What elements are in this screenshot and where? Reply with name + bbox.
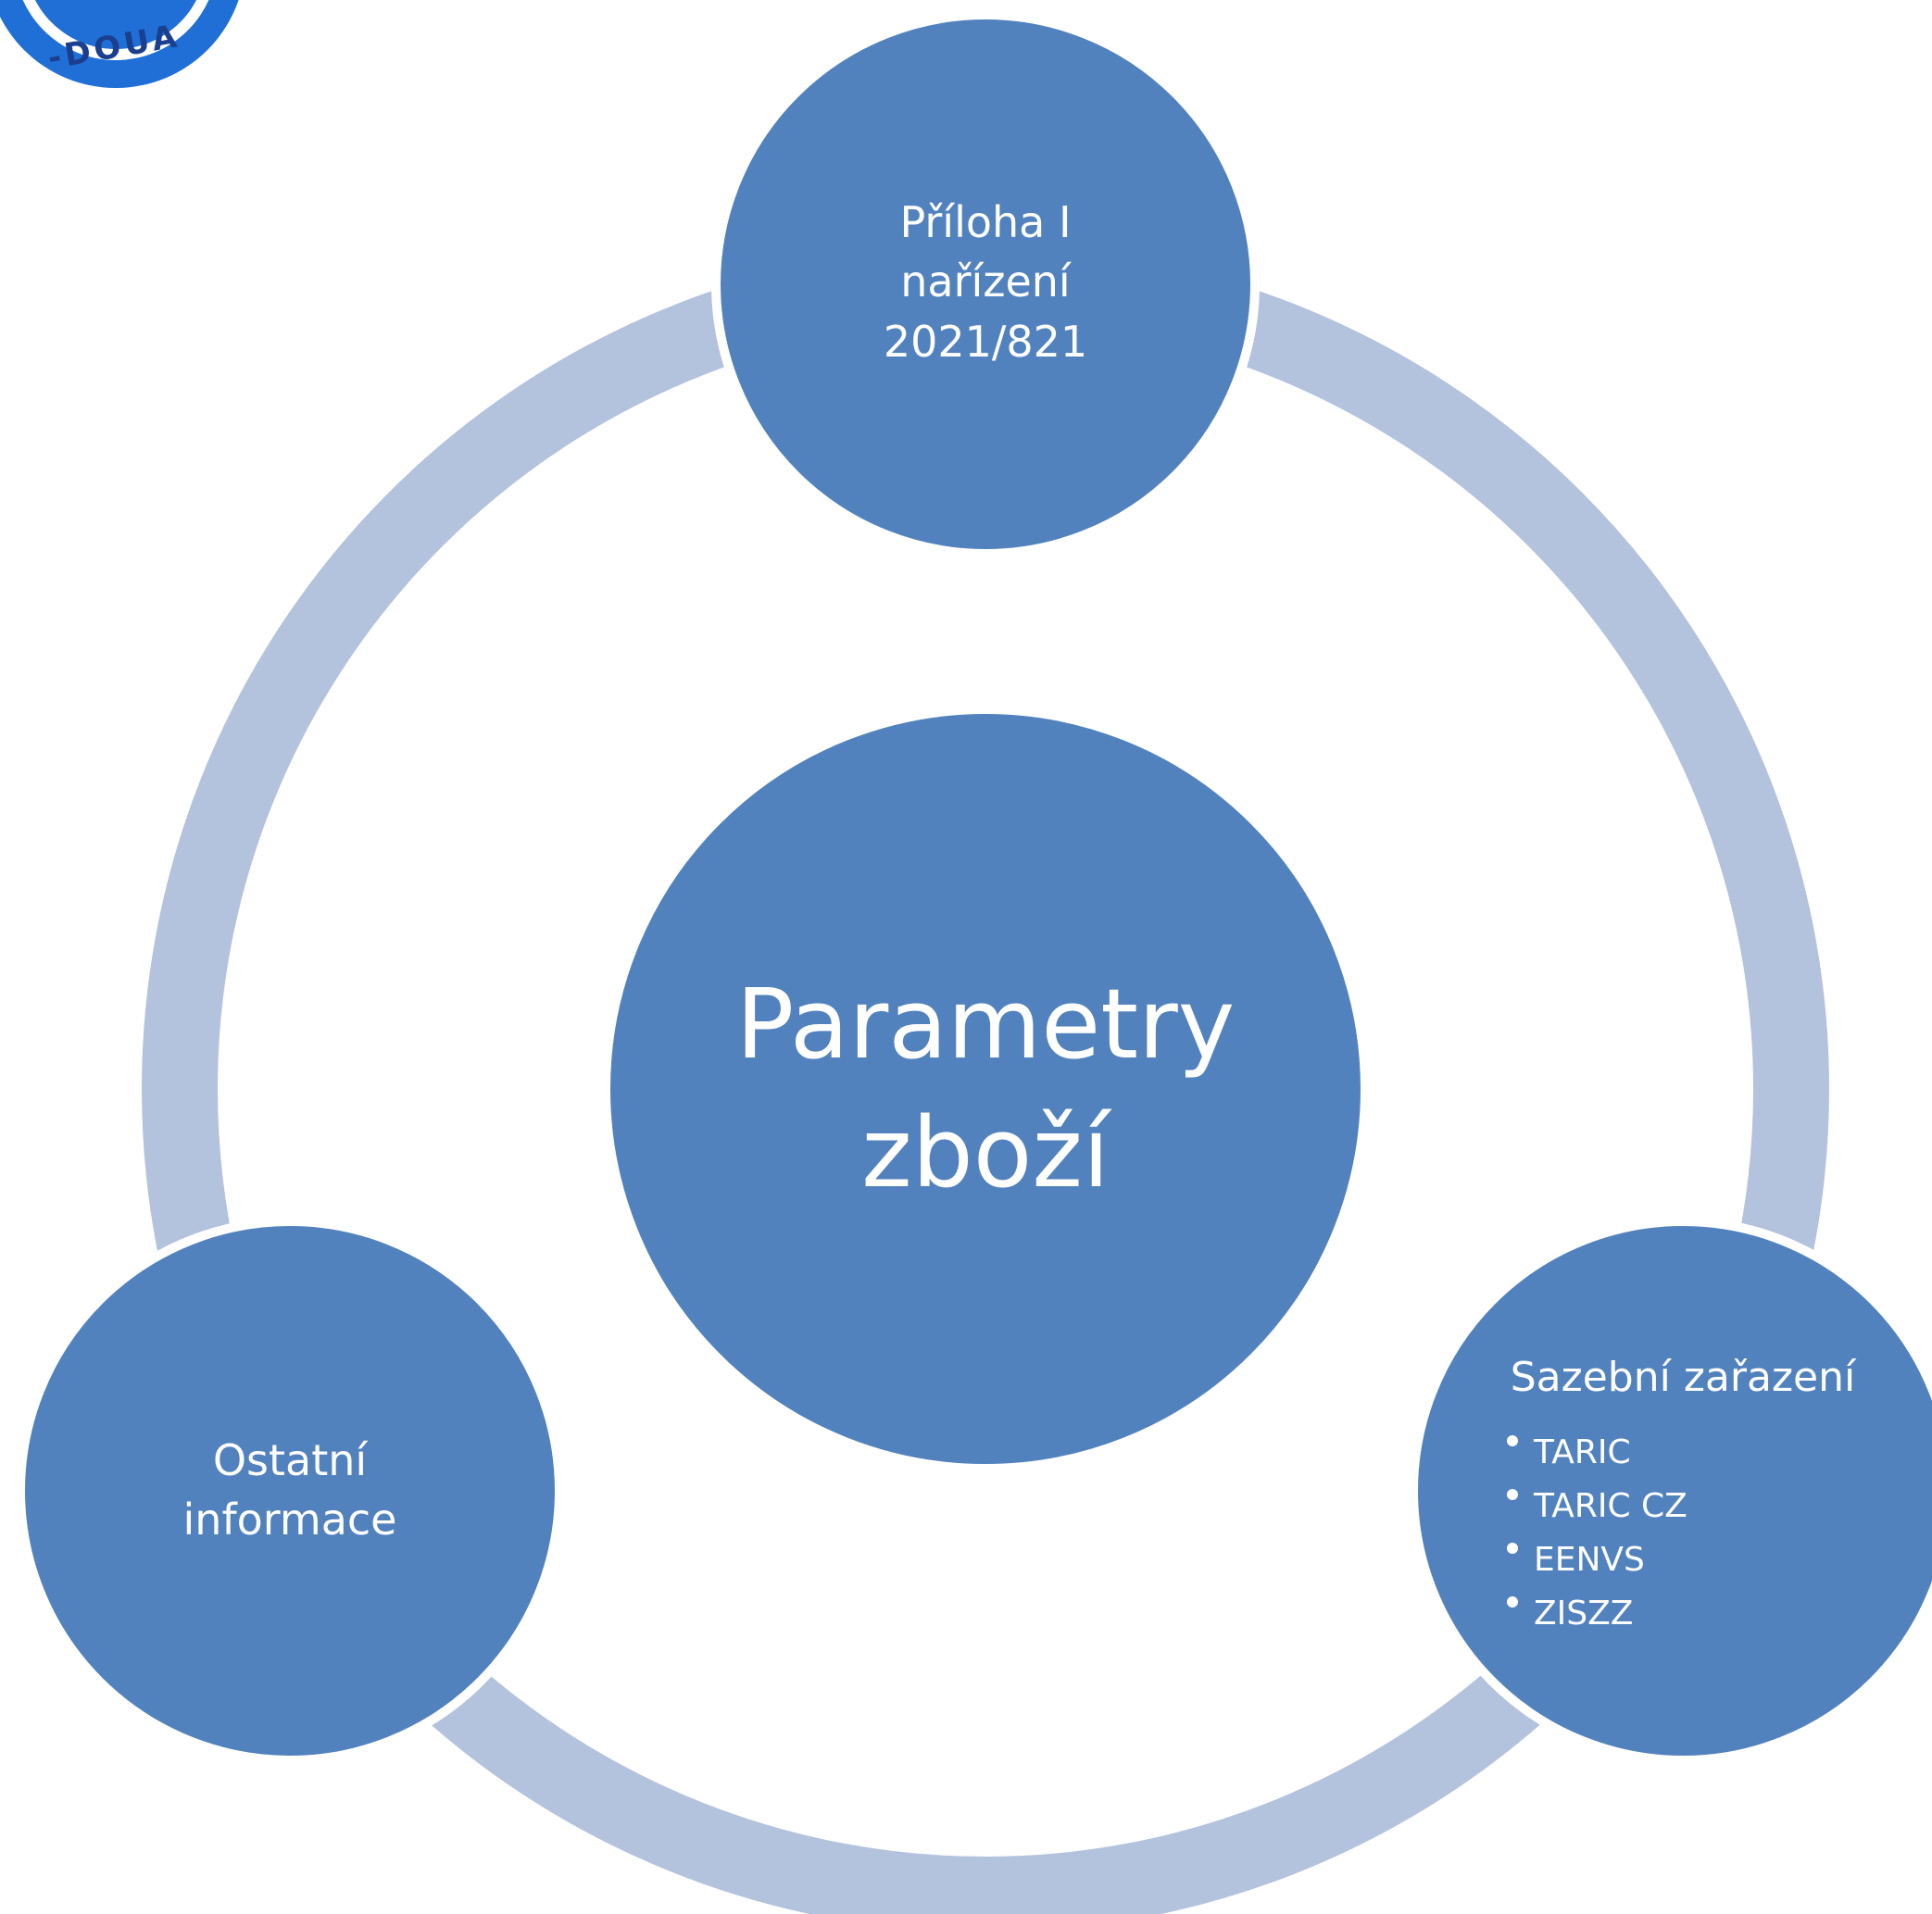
node-right-title: Sazební zařazení xyxy=(1511,1354,1857,1401)
node-center-line2: zboží xyxy=(861,1096,1112,1209)
bullet xyxy=(1507,1543,1518,1554)
node-left-line2: informace xyxy=(183,1495,397,1545)
list-item: ZISZZ xyxy=(1534,1595,1633,1633)
bullet xyxy=(1507,1435,1518,1446)
list-item: TARIC CZ xyxy=(1533,1487,1687,1525)
node-top: Příloha I nařízení 2021/821 xyxy=(711,10,1260,558)
node-right-list: TARIC TARIC CZ EENVS ZISZZ xyxy=(1507,1433,1687,1633)
logo-seal: -DOUA xyxy=(0,0,239,88)
list-item: TARIC xyxy=(1533,1433,1631,1471)
node-top-line3: 2021/821 xyxy=(884,317,1087,367)
node-top-line2: nařízení xyxy=(900,256,1072,306)
node-left: Ostatní informace xyxy=(16,1217,564,1765)
node-center: Parametry zboží xyxy=(601,705,1370,1473)
node-top-line1: Příloha I xyxy=(899,197,1071,247)
node-left-line1: Ostatní xyxy=(213,1435,369,1485)
list-item: EENVS xyxy=(1534,1541,1645,1579)
node-right: Sazební zařazení TARIC TARIC CZ EENVS ZI… xyxy=(1409,1217,1932,1765)
bullet xyxy=(1507,1596,1518,1608)
node-center-line1: Parametry xyxy=(736,968,1236,1081)
bullet xyxy=(1507,1489,1518,1500)
